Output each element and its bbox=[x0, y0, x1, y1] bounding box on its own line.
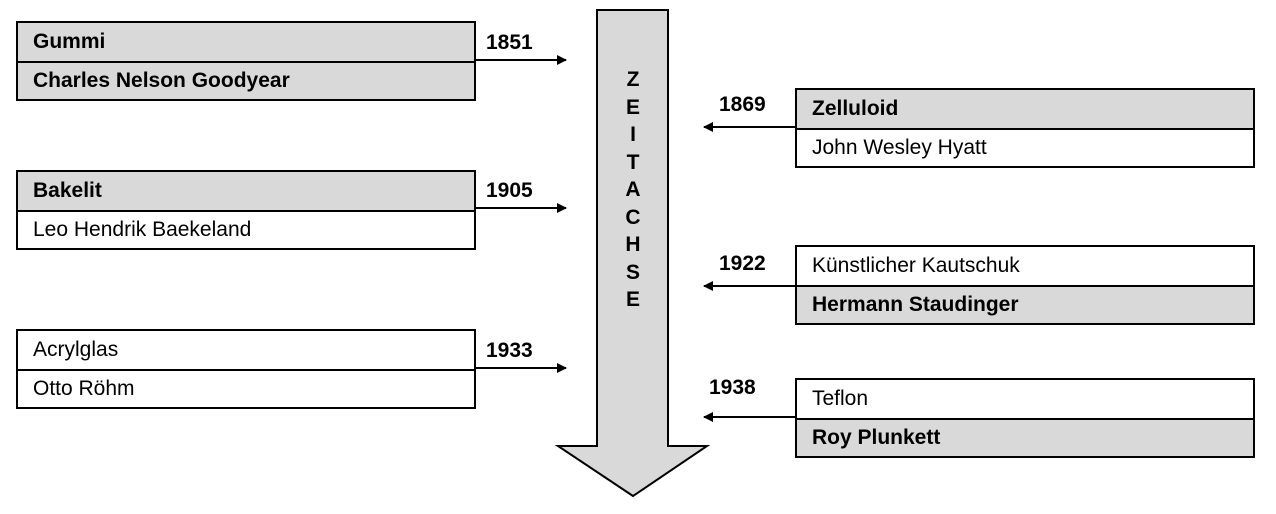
material-name: Künstlicher Kautschuk bbox=[797, 247, 1253, 287]
year-label-1938: 1938 bbox=[709, 376, 756, 399]
inventor-name: John Wesley Hyatt bbox=[812, 136, 987, 159]
inventor-name: Leo Hendrik Baekeland bbox=[33, 218, 252, 241]
axis-letter: E bbox=[625, 288, 640, 311]
material-name: Gummi bbox=[18, 23, 474, 63]
material-name: Zelluloid bbox=[797, 90, 1253, 130]
axis-label: Z E I T A C H S E bbox=[597, 66, 669, 314]
axis-letter: T bbox=[626, 150, 640, 174]
material-name: Bakelit bbox=[18, 172, 474, 212]
event-box-teflon: Teflon Roy Plunkett bbox=[795, 378, 1255, 458]
inventor-name: Roy Plunkett bbox=[797, 420, 1253, 456]
year-label-1933: 1933 bbox=[486, 339, 533, 362]
year-label-1869: 1869 bbox=[719, 93, 766, 116]
time-axis-arrow bbox=[554, 9, 711, 498]
event-box-acrylglas: Acrylglas Otto Röhm bbox=[16, 329, 476, 409]
year-label-1851: 1851 bbox=[486, 31, 533, 54]
axis-letter: S bbox=[625, 260, 640, 284]
axis-letter: I bbox=[630, 123, 636, 146]
axis-letter: H bbox=[625, 233, 641, 256]
axis-letter: C bbox=[625, 205, 641, 229]
year-label-1922: 1922 bbox=[719, 252, 766, 275]
inventor-name: Otto Röhm bbox=[33, 377, 135, 400]
year-label-1905: 1905 bbox=[486, 179, 533, 202]
material-name: Acrylglas bbox=[18, 331, 474, 371]
material-name: Teflon bbox=[797, 380, 1253, 420]
event-box-zelluloid: Zelluloid John Wesley Hyatt bbox=[795, 88, 1255, 168]
axis-letter: A bbox=[625, 178, 641, 201]
axis-letter: E bbox=[625, 95, 640, 119]
event-box-bakelit: Bakelit Leo Hendrik Baekeland bbox=[16, 170, 476, 250]
axis-letter: Z bbox=[626, 68, 640, 91]
inventor-name: Charles Nelson Goodyear bbox=[18, 63, 474, 99]
inventor-name: Hermann Staudinger bbox=[797, 287, 1253, 323]
event-box-gummi: Gummi Charles Nelson Goodyear bbox=[16, 21, 476, 101]
event-box-kautschuk: Künstlicher Kautschuk Hermann Staudinger bbox=[795, 245, 1255, 325]
